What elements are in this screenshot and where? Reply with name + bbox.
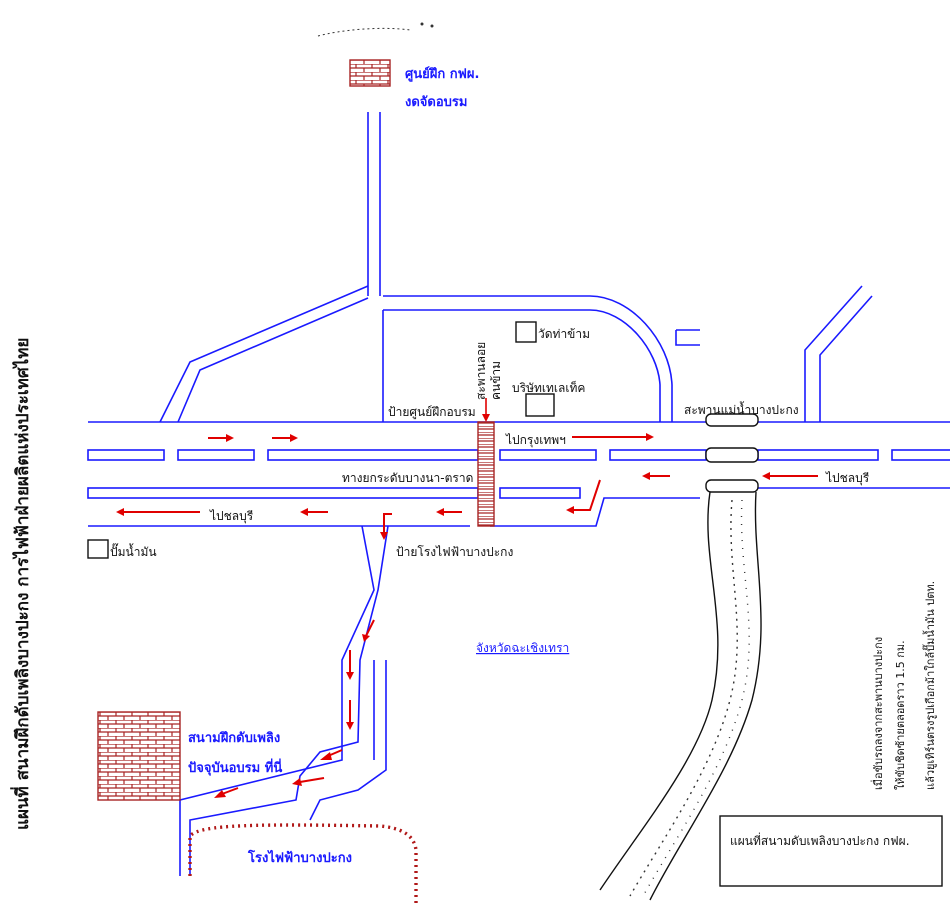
training-center-status: งดจัดอบรม <box>405 95 467 110</box>
company-label: บริษัทเทเลเท็ค <box>512 380 585 395</box>
legend-box <box>719 815 943 887</box>
river-bridge-icon <box>705 413 759 493</box>
traffic-arrows <box>116 433 818 798</box>
gas-station-label: ปั๊มน้ำมัน <box>110 543 157 559</box>
bus-stop-center-label: ป้ายศูนย์ฝึกอบรม <box>388 405 476 420</box>
footbridge-pointer-head <box>482 414 490 422</box>
sketch-mark <box>317 27 411 37</box>
sketch-dot <box>420 22 424 26</box>
fire-ground-label: สนามฝึกดับเพลิง <box>188 730 280 746</box>
wat-label: วัดท่าข้าม <box>538 327 590 341</box>
training-center-icon <box>349 59 391 87</box>
training-center-label: ศูนย์ฝึก กฟผ. <box>405 66 479 82</box>
wat-icon <box>515 321 537 343</box>
province-label: จังหวัดฉะเชิงเทรา <box>476 641 569 655</box>
road-network <box>87 112 950 876</box>
directions-line-2: ให้ขับชิดซ้ายตลอดราว 1.5 กม. <box>894 640 907 790</box>
company-icon <box>525 393 555 417</box>
power-plant-label: โรงไฟฟ้าบางปะกง <box>247 849 352 866</box>
footbridge-label: สะพานลอย <box>474 342 488 400</box>
directions-line-1: เมื่อขับรถลงจากสะพานบางปะกง <box>870 637 885 790</box>
power-plant-boundary <box>188 823 418 906</box>
elevated-road-label: ทางยกระดับบางนา-ตราด <box>342 471 473 485</box>
fire-ground-icon <box>97 711 181 801</box>
to-chonburi-left-label: ไปชลบุรี <box>209 509 254 524</box>
fire-ground-note: ปัจจุบันอบรม ที่นี่ <box>188 758 282 776</box>
footbridge-label-2: คนข้าม <box>489 361 503 400</box>
river <box>599 491 762 901</box>
river-bridge-label: สะพานแม่น้ำบางปะกง <box>684 401 799 417</box>
to-bangkok-label: ไปกรุงเทพฯ <box>505 433 566 448</box>
gas-station-icon <box>87 539 109 559</box>
to-chonburi-right-label: ไปชลบุรี <box>825 471 870 486</box>
bus-stop-power-plant-label: ป้ายโรงไฟฟ้าบางปะกง <box>396 545 513 559</box>
footbridge-icon <box>477 421 495 527</box>
sketch-dot <box>430 24 434 28</box>
directions-line-3: แล้วยูเทิร์นตรงรูปเกือกม้าใกล้ปั๊มน้ำมัน… <box>922 581 937 790</box>
legend-text: แผนที่สนามดับเพลิงบางปะกง กฟผ. <box>730 832 910 848</box>
map-title: แผนที่ สนามฝึกดับเพลิงบางปะกง การไฟฟ้าฝ่… <box>10 338 33 830</box>
